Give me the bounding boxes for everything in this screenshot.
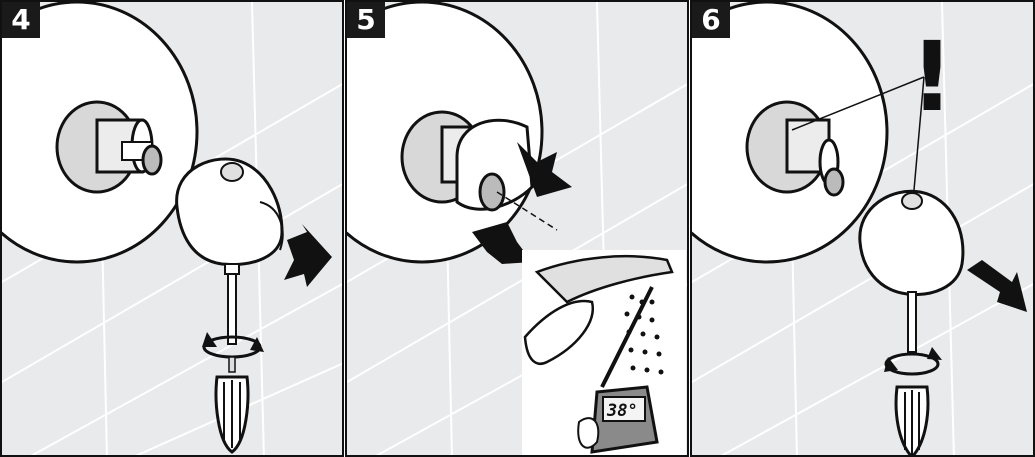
warning-exclamation-mark: ! xyxy=(910,21,954,133)
step-panel-5: 38° 5 xyxy=(345,0,689,457)
thermometer-probe xyxy=(600,286,654,388)
step-panel-4: 4 xyxy=(0,0,344,457)
rotate-arrow-bottom xyxy=(472,222,532,264)
thermometer-display xyxy=(602,396,646,422)
valve-cartridge xyxy=(55,100,163,194)
step-5-illustration: 38° xyxy=(347,2,687,455)
thermometer-reading: 38° xyxy=(606,401,638,421)
step-4-illustration xyxy=(2,2,342,455)
step-number-badge: 5 xyxy=(347,2,385,38)
pull-arrow xyxy=(284,224,332,287)
handle-knob xyxy=(175,157,284,267)
push-arrow xyxy=(967,260,1027,312)
step-number-badge: 4 xyxy=(2,2,40,38)
rotate-arrow-top xyxy=(517,142,572,197)
step-6-illustration: ! xyxy=(692,2,1033,455)
hand-shower-scene: 38° xyxy=(522,250,686,455)
screwdriver xyxy=(884,291,942,455)
screwdriver xyxy=(202,263,264,454)
warning-exclamation: ! xyxy=(791,21,954,191)
step-number-badge: 6 xyxy=(692,2,730,38)
handle-knob xyxy=(858,189,965,297)
step-panel-6: ! 6 xyxy=(690,0,1035,457)
